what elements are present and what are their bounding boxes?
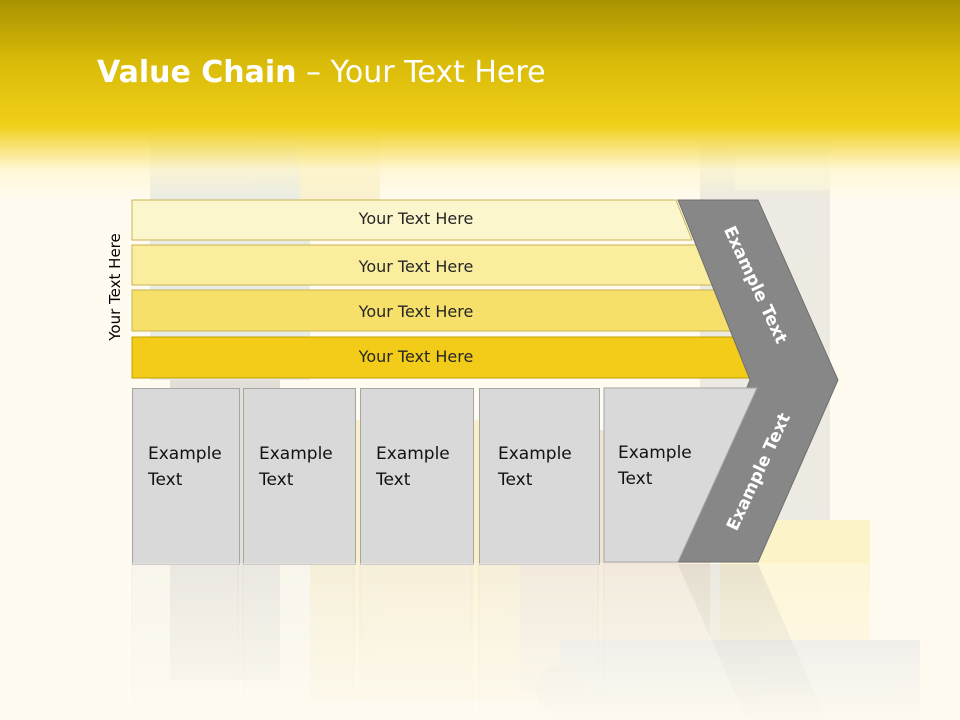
primary-box-5-line1: Example (618, 443, 692, 463)
reflection-fade (0, 563, 960, 720)
primary-box-5-line2: Text (618, 469, 653, 489)
support-row-label-3: Your Text Here (358, 302, 474, 321)
support-row-label-2: Your Text Here (358, 257, 474, 276)
primary-box-2-line1: Example (259, 444, 333, 464)
header-band (0, 0, 960, 200)
primary-box-5-shape (603, 387, 758, 563)
support-row-1 (131, 199, 693, 241)
primary-box-2-line2: Text (259, 470, 294, 490)
primary-box-1-line2: Text (148, 470, 183, 490)
primary-box-4-line2: Text (498, 470, 533, 490)
support-row-label-4: Your Text Here (358, 347, 474, 366)
primary-box-1-line1: Example (148, 444, 222, 464)
title-bold: Value Chain (97, 55, 297, 90)
primary-box-4-line1: Example (498, 444, 572, 464)
page-title: Value Chain – Your Text Here (97, 55, 546, 90)
title-rest: – Your Text Here (296, 55, 546, 90)
primary-box-3-line2: Text (376, 470, 411, 490)
primary-box-3-line1: Example (376, 444, 450, 464)
support-row-label-1: Your Text Here (358, 209, 474, 228)
